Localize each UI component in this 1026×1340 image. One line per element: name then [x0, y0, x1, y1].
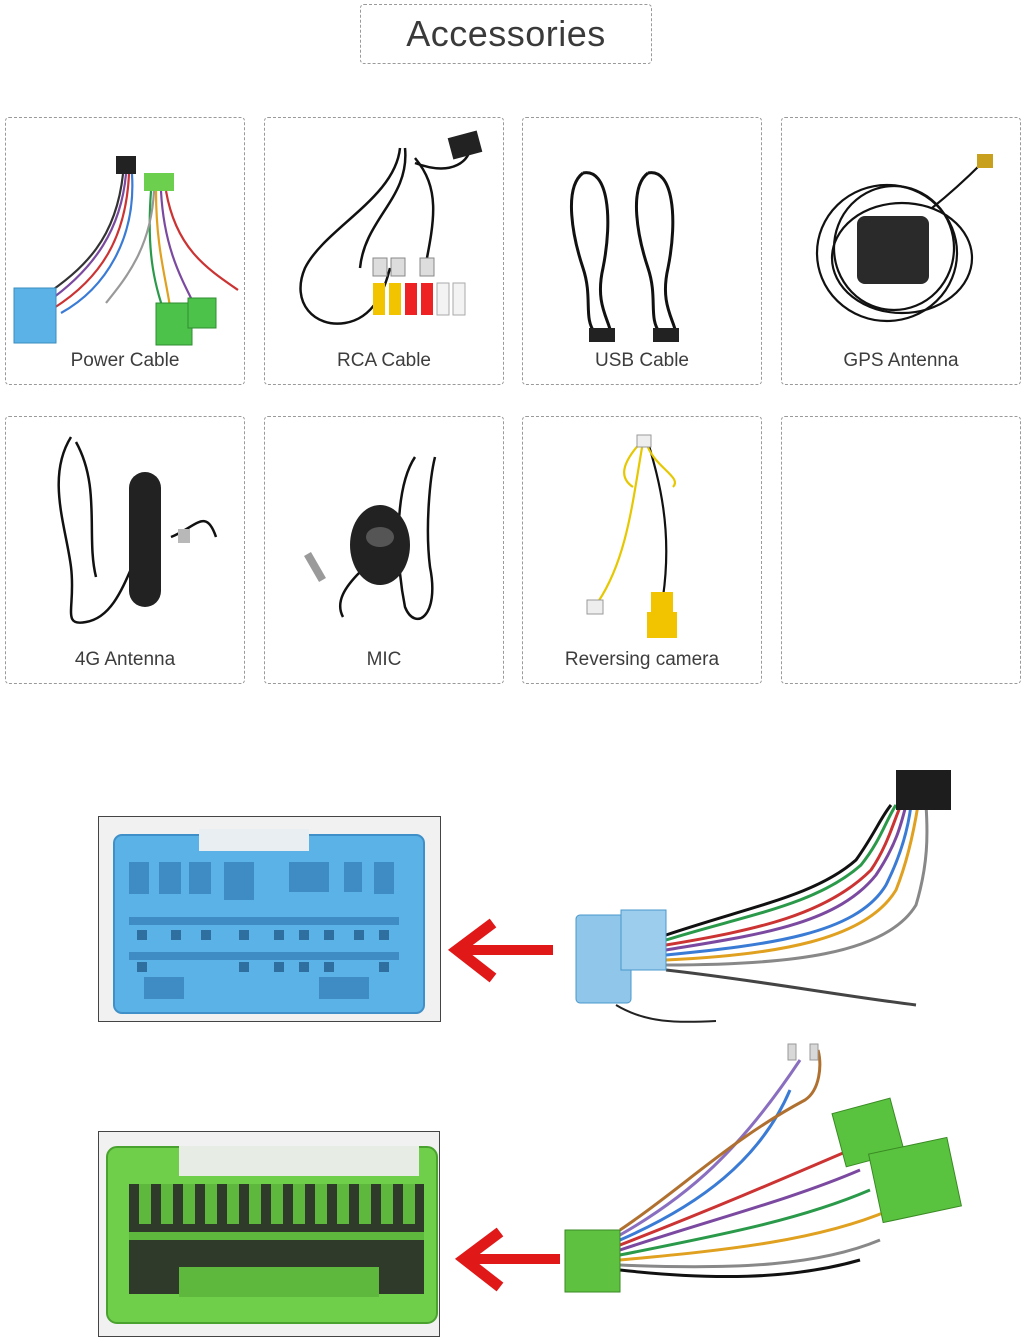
- usb-cable-icon: [570, 171, 679, 342]
- green-connector-closeup: [98, 1131, 440, 1337]
- accessory-label: 4G Antenna: [74, 649, 176, 670]
- accessory-card-4g-antenna: 4G Antenna: [5, 416, 245, 684]
- accessory-label: USB Cable: [595, 350, 689, 371]
- accessory-card-mic: MIC: [264, 416, 504, 684]
- accessory-card-gps-antenna: GPS Antenna: [781, 117, 1021, 385]
- red-arrow-icon: [447, 918, 553, 983]
- page-title: Accessories: [406, 13, 606, 54]
- accessory-label: Reversing camera: [564, 649, 720, 670]
- accessory-card-reversing-camera: Reversing camera: [522, 416, 762, 684]
- gps-antenna-icon: [815, 154, 993, 323]
- green-harness-icon: [564, 1043, 962, 1293]
- accessories-title-box: Accessories: [360, 4, 652, 64]
- blue-connector-icon: [99, 817, 440, 1021]
- accessory-card-power-cable: Power Cable: [5, 117, 245, 385]
- accessory-label: MIC: [366, 649, 402, 670]
- accessory-label: GPS Antenna: [843, 350, 959, 371]
- blue-harness-icon: [575, 770, 951, 1023]
- 4g-antenna-icon: [57, 436, 218, 624]
- green-connector-icon: [99, 1132, 439, 1336]
- accessory-label: RCA Cable: [337, 350, 431, 371]
- power-cable-icon: [13, 156, 239, 346]
- blue-connector-closeup: [98, 816, 441, 1022]
- rca-cable-icon: [299, 130, 483, 325]
- accessory-card-usb-cable: USB Cable: [522, 117, 762, 385]
- mic-icon: [304, 456, 437, 620]
- accessory-label: Power Cable: [70, 350, 180, 371]
- reversing-camera-icon: [586, 434, 677, 638]
- red-arrow-icon: [454, 1227, 560, 1292]
- accessory-card-empty: [781, 416, 1021, 684]
- accessory-card-rca-cable: RCA Cable: [264, 117, 504, 385]
